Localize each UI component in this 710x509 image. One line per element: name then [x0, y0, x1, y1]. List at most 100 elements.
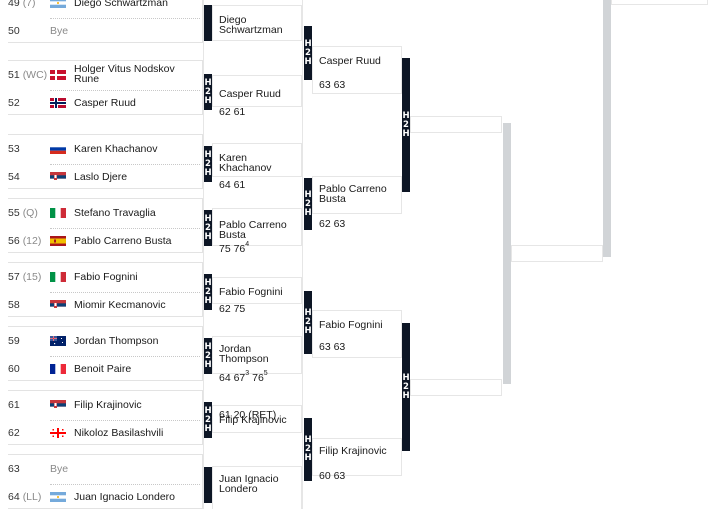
player-name[interactable]: Jordan Thompson: [74, 335, 159, 347]
entry-tag: (15): [22, 271, 42, 283]
player-entry[interactable]: 56(12)Pablo Carreno Busta: [8, 235, 203, 249]
player-entry[interactable]: 53 Karen Khachanov: [8, 143, 203, 157]
flag-serbia-icon: [50, 400, 66, 410]
quarterfinal-slot: [410, 116, 502, 133]
player-entry[interactable]: 57(15) Fabio Fognini: [8, 271, 203, 285]
winner-name[interactable]: Diego Schwartzman: [219, 14, 283, 36]
match-divider: [50, 356, 200, 357]
player-name[interactable]: Laslo Djere: [74, 171, 128, 183]
h2h-label-char: H: [204, 231, 212, 242]
flag-norway-icon: [50, 98, 66, 108]
winner-name[interactable]: Jordan Thompson: [219, 343, 269, 365]
second-round-slot: [212, 75, 302, 107]
player-name[interactable]: Miomir Kecmanovic: [74, 299, 166, 311]
entry-tag: (WC): [22, 69, 48, 81]
player-entry[interactable]: 60 Benoit Paire: [8, 363, 203, 377]
player-entry[interactable]: 51(WC)Holger Vitus Nodskov Rune: [8, 64, 203, 85]
draw-position: 57: [8, 271, 20, 283]
flag-serbia-icon: [50, 300, 66, 310]
player-name[interactable]: Casper Ruud: [74, 97, 136, 109]
h2h-label-char: H: [304, 38, 312, 49]
entry-tag: (LL): [22, 491, 42, 503]
third-round-slot: [312, 310, 402, 358]
player-name[interactable]: Holger Vitus Nodskov Rune: [74, 63, 175, 85]
h2h-label-char: 2: [403, 381, 409, 392]
player-name[interactable]: Nikoloz Basilashvili: [74, 427, 164, 439]
winner-name[interactable]: Filip Krajinovic: [219, 414, 287, 426]
winner-name[interactable]: Pablo Carreno Busta: [319, 183, 387, 205]
seed-number: 55(Q): [8, 207, 50, 220]
player-name[interactable]: Stefano Travaglia: [74, 207, 156, 219]
h2h-label-char: 2: [305, 444, 311, 454]
set-score: 61 20 (RET): [219, 409, 277, 421]
h2h-label-char: 2: [205, 350, 211, 361]
player-name[interactable]: Diego Schwartzman: [74, 0, 168, 9]
winner-name[interactable]: Juan Ignacio Londero: [219, 473, 279, 495]
player-name[interactable]: Benoit Paire: [74, 363, 132, 375]
winner-name[interactable]: Karen Khachanov: [219, 152, 272, 174]
seed-number: 53: [8, 143, 50, 156]
winner-name[interactable]: Casper Ruud: [219, 88, 281, 100]
seed-number: 49(7): [8, 0, 50, 10]
seed-number: 60: [8, 363, 50, 376]
flag-spain-icon: [50, 236, 66, 246]
player-entry[interactable]: 54 Laslo Djere: [8, 171, 203, 185]
player-name[interactable]: Filip Krajinovic: [74, 399, 142, 411]
winner-name[interactable]: Fabio Fognini: [319, 319, 383, 331]
seed-number: 50: [8, 25, 50, 38]
player-entry[interactable]: 52 Casper Ruud: [8, 97, 203, 111]
h2h-bar[interactable]: [204, 467, 212, 503]
flag-georgia-icon: [50, 428, 66, 438]
third-round-slot: [312, 46, 402, 94]
match-divider: [50, 164, 200, 165]
entry-tag: (7): [22, 0, 36, 9]
winner-name[interactable]: Pablo Carreno Busta: [219, 219, 287, 241]
match-score: 63 63: [319, 79, 346, 91]
player-entry[interactable]: 55(Q) Stefano Travaglia: [8, 207, 203, 221]
h2h-label-char: H: [304, 453, 312, 463]
second-round-slot: [212, 405, 302, 433]
third-round-slot: [312, 176, 402, 214]
player-entry[interactable]: 49(7) Diego Schwartzman: [8, 0, 203, 11]
player-name[interactable]: Fabio Fognini: [74, 271, 138, 283]
h2h-label-char: H: [204, 77, 212, 88]
h2h-label-char: H: [204, 341, 212, 352]
flag-argentina-icon: [50, 0, 66, 8]
winner-name[interactable]: Fabio Fognini: [219, 286, 283, 298]
player-name[interactable]: Karen Khachanov: [74, 143, 158, 155]
h2h-bar[interactable]: [204, 5, 212, 41]
player-entry[interactable]: 64(LL)Juan Ignacio Londero: [8, 491, 203, 505]
flag-italy-icon: [50, 272, 66, 282]
flag-australia-icon: [50, 336, 66, 346]
entry-tag: (12): [22, 235, 42, 247]
seed-number: 54: [8, 171, 50, 184]
draw-position: 52: [8, 97, 20, 109]
h2h-label-char: 2: [205, 222, 211, 233]
h2h-label-char: H: [204, 213, 212, 224]
winner-name[interactable]: Casper Ruud: [319, 55, 381, 67]
player-name[interactable]: Juan Ignacio Londero: [74, 491, 175, 503]
player-name[interactable]: Pablo Carreno Busta: [74, 235, 172, 247]
second-round-slot: [212, 336, 302, 374]
seed-number: 57(15): [8, 271, 50, 284]
winner-name[interactable]: Filip Krajinovic: [319, 445, 387, 457]
match-score: 62 63: [319, 218, 346, 230]
